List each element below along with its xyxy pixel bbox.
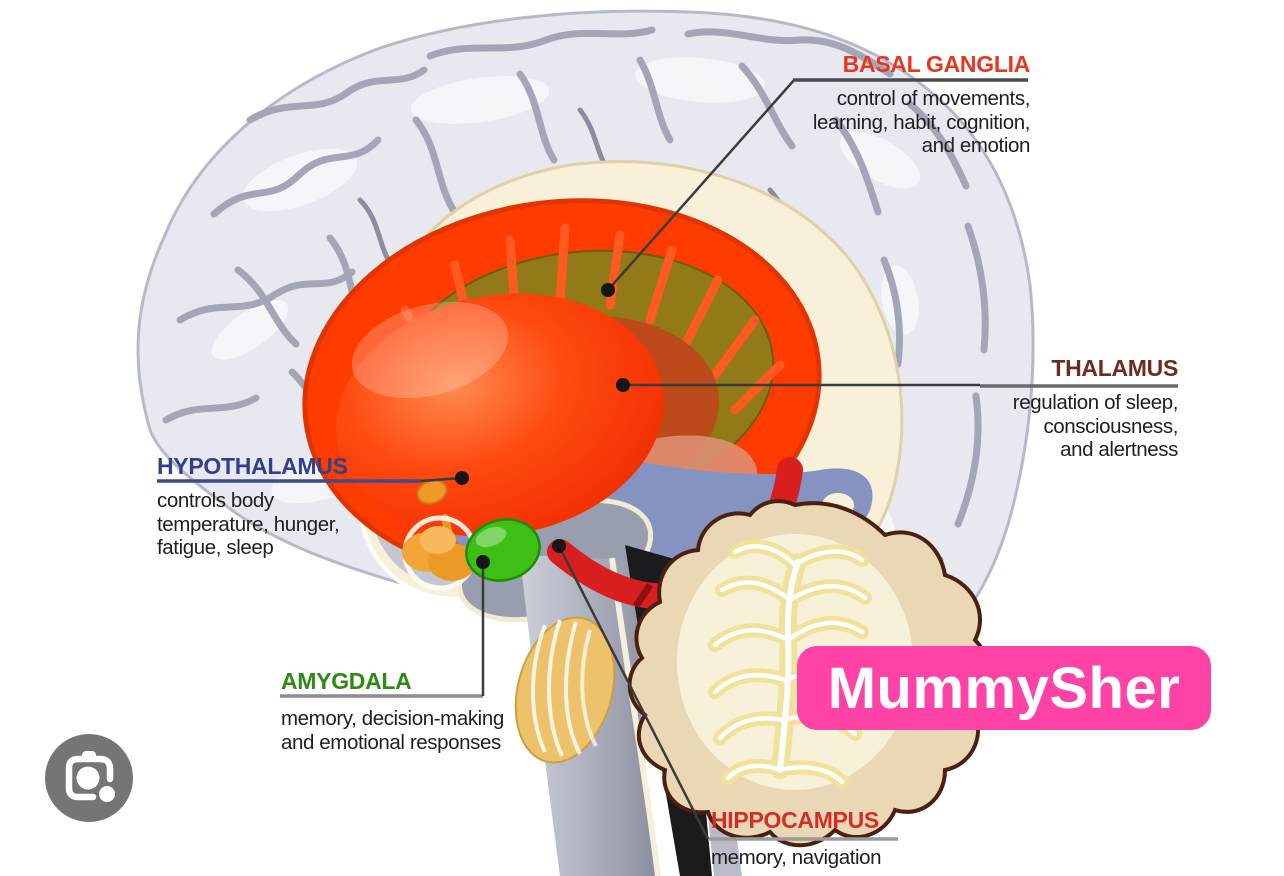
camera-lens-icon bbox=[65, 751, 115, 802]
label-hippocampus: HIPPOCAMPUS memory, navigation bbox=[711, 807, 882, 870]
label-hippocampus-title: HIPPOCAMPUS bbox=[711, 807, 879, 833]
label-basal-ganglia-desc: control of movements, learning, habit, c… bbox=[812, 86, 1031, 158]
label-thalamus: THALAMUS regulation of sleep, consciousn… bbox=[1012, 355, 1179, 462]
label-amygdala: AMYGDALA memory, decision-making and emo… bbox=[281, 668, 504, 754]
pituitary-structures bbox=[402, 479, 478, 591]
label-thalamus-title: THALAMUS bbox=[1051, 355, 1178, 381]
label-hippocampus-desc: memory, navigation bbox=[711, 845, 882, 869]
lens-camera-button[interactable] bbox=[45, 734, 133, 822]
callout-lines bbox=[157, 78, 1178, 841]
label-amygdala-desc: memory, decision-making and emotional re… bbox=[281, 706, 504, 754]
label-hypothalamus: HYPOTHALAMUS controls body temperature, … bbox=[157, 453, 348, 560]
label-hypothalamus-desc: controls body temperature, hunger, fatig… bbox=[157, 488, 340, 560]
label-thalamus-desc: regulation of sleep, consciousness, and … bbox=[1012, 390, 1179, 462]
pons-structure bbox=[514, 616, 616, 764]
watermark-badge: MummySher bbox=[797, 646, 1211, 730]
label-basal-ganglia: BASAL GANGLIA control of movements, lear… bbox=[812, 51, 1031, 158]
label-basal-ganglia-title: BASAL GANGLIA bbox=[842, 51, 1031, 77]
watermark-text: MummySher bbox=[827, 655, 1181, 721]
label-amygdala-title: AMYGDALA bbox=[281, 668, 412, 694]
label-hypothalamus-title: HYPOTHALAMUS bbox=[157, 453, 348, 479]
central-nucleus bbox=[336, 293, 664, 537]
